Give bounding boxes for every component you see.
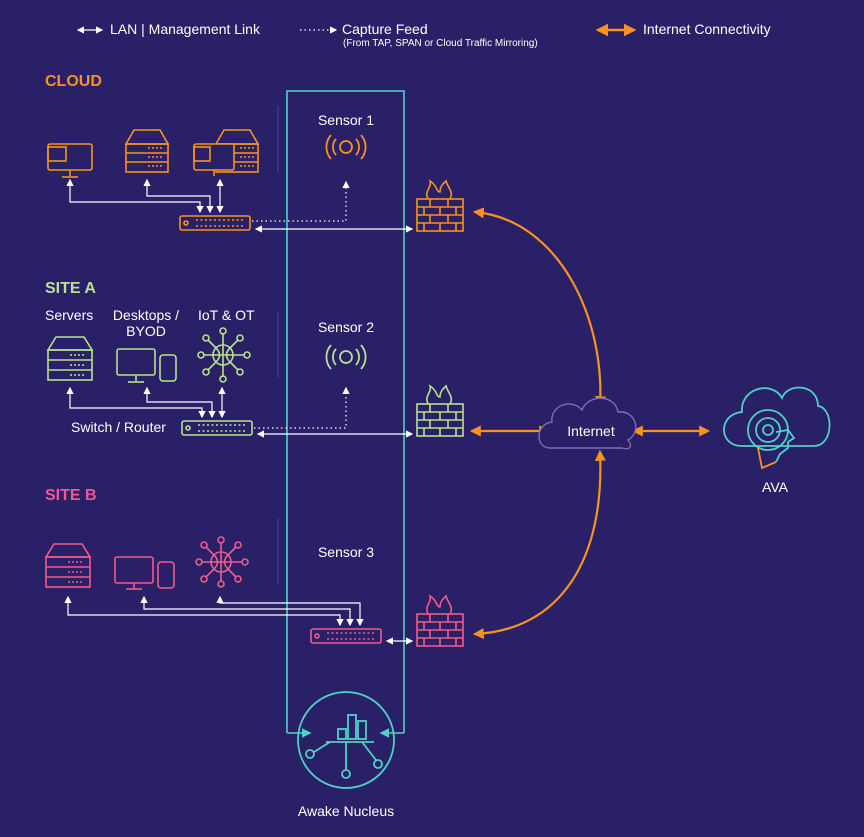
site-b-iot-icon: [195, 536, 249, 588]
site-a-desktop-icon: [116, 348, 177, 383]
cloud-switch-icon: [179, 215, 251, 231]
site-a-links: [66, 386, 414, 438]
awake-nucleus-label: Awake Nucleus: [297, 803, 395, 819]
ava-label: AVA: [762, 479, 788, 495]
site-a-iot-icon: [197, 327, 251, 383]
legend-internet-label: Internet Connectivity: [643, 21, 771, 37]
site-b-desktop-icon: [114, 556, 175, 590]
ava-icon: [723, 386, 831, 470]
sensor-1-label: Sensor 1: [317, 112, 375, 128]
cloud-server-monitor-icon: [193, 129, 260, 176]
site-b-links: [64, 595, 414, 645]
internet-cloud-icon: [538, 397, 637, 450]
servers-label: Servers: [45, 307, 94, 323]
sensor-3-label: Sensor 3: [317, 544, 375, 560]
section-site-b-title: SITE B: [45, 487, 97, 504]
sensor-column: [277, 90, 405, 738]
switch-router-label: Switch / Router: [71, 419, 166, 435]
legend-capture-label: Capture Feed: [342, 21, 428, 37]
desktops-label: Desktops / BYOD: [112, 307, 180, 339]
sensor-2-label: Sensor 2: [317, 319, 375, 335]
cloud-firewall-icon: [416, 179, 464, 232]
site-b-firewall-icon: [416, 594, 464, 647]
legend-capture-sublabel: (From TAP, SPAN or Cloud Traffic Mirrori…: [343, 38, 538, 49]
section-site-a-title: SITE A: [45, 280, 96, 297]
site-b-switch-icon: [310, 628, 382, 644]
internet-links: [469, 207, 711, 640]
site-a-switch-icon: [181, 420, 253, 436]
iot-label: IoT & OT: [198, 307, 255, 323]
internet-label: Internet: [567, 423, 615, 439]
section-cloud-title: CLOUD: [45, 73, 102, 90]
cloud-monitor-icon: [47, 143, 93, 178]
sensor-1-icon: [325, 134, 367, 160]
cloud-links: [66, 178, 414, 233]
sensor-2-icon: [325, 344, 367, 370]
site-a-server-icon: [46, 336, 94, 381]
awake-nucleus-icon: [297, 691, 395, 789]
site-b-server-icon: [44, 543, 92, 588]
site-a-firewall-icon: [416, 384, 464, 437]
cloud-server-icon: [124, 129, 170, 173]
legend-lan-label: LAN | Management Link: [110, 21, 260, 37]
